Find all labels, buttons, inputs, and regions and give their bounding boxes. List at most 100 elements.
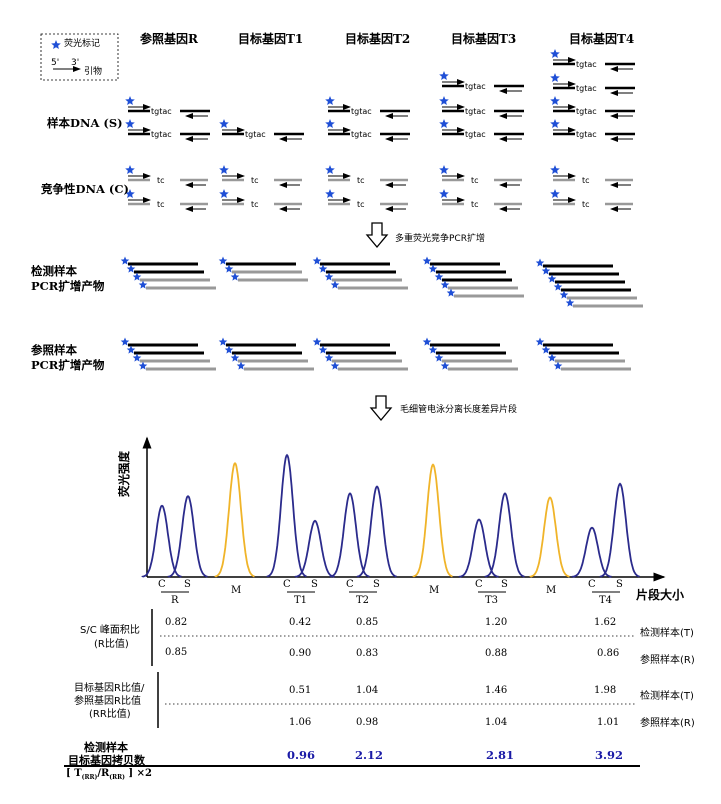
- r-ratio-ref-t4: 0.86: [597, 648, 620, 659]
- group-label-t4: T4: [599, 595, 613, 606]
- competitor-insert-label: tc: [157, 176, 165, 185]
- fluor-star-icon: [422, 256, 432, 265]
- fluor-star-icon: [318, 345, 328, 354]
- fluor-star-icon: [230, 353, 240, 362]
- rr-ratio-test-t1: 0.51: [289, 685, 312, 696]
- r-ratio-test-t4: 1.62: [594, 617, 617, 628]
- insert-label: tgtac: [351, 130, 372, 139]
- table-copy-formula: [ T(RR)/R(RR) ] ×2: [66, 768, 152, 781]
- insert-label: tgtac: [576, 60, 597, 69]
- group-label-t1: T1: [294, 595, 308, 606]
- fluor-star-icon: [236, 361, 246, 370]
- marker-peak: [412, 463, 453, 578]
- table-label-rr-ratio-3: (RR比值): [89, 709, 131, 720]
- fluor-star-icon: [547, 353, 557, 362]
- tag-ref-2: 参照样本(R): [640, 718, 695, 729]
- peak-letter-c: C: [158, 579, 166, 590]
- fluor-star-icon: [318, 264, 328, 273]
- group-label-r: R: [171, 595, 179, 606]
- signal-peak-c: [329, 492, 370, 578]
- peak-letter-m: M: [231, 585, 242, 596]
- fluor-star-icon: [219, 119, 229, 128]
- fluor-star-icon: [550, 73, 560, 82]
- fluor-star-icon: [324, 272, 334, 281]
- tag-test-2: 检测样本(T): [640, 691, 694, 702]
- table-label-r-ratio-2: (R比值): [94, 639, 129, 650]
- table-label-copy-1: 检测样本: [84, 741, 128, 754]
- fluor-star-icon: [325, 119, 335, 128]
- step-capillary-electrophoresis: 毛细管电泳分离长度差异片段: [400, 405, 518, 415]
- insert-label: tgtac: [576, 130, 597, 139]
- fluor-star-icon: [312, 256, 322, 265]
- label-sample-dna: 样本DNA (S): [47, 116, 123, 130]
- fluor-star-icon: [428, 345, 438, 354]
- marker-peak: [529, 496, 570, 578]
- tag-test-1: 检测样本(T): [640, 628, 694, 639]
- fluor-star-icon: [550, 189, 560, 198]
- label-test-products-1: 检测样本: [31, 264, 77, 278]
- legend-primer-label: 引物: [84, 67, 103, 77]
- step-arrows: [365, 222, 393, 422]
- legend-border: [40, 33, 119, 81]
- fluor-star-icon: [138, 280, 148, 289]
- fluor-star-icon: [324, 353, 334, 362]
- fluor-star-icon: [51, 40, 61, 49]
- fluor-star-icon: [126, 264, 136, 273]
- fluor-star-icon: [422, 337, 432, 346]
- copy-number-t1: 0.96: [287, 748, 316, 762]
- competitor-insert-label: tc: [471, 176, 479, 185]
- peak-letter-c: C: [475, 579, 483, 590]
- insert-label: tgtac: [351, 107, 372, 116]
- peak-letter-c: C: [283, 579, 291, 590]
- fluor-star-icon: [439, 165, 449, 174]
- fluor-star-icon: [440, 361, 450, 370]
- rr-ratio-ref-t2: 0.98: [356, 717, 379, 728]
- fluor-star-icon: [541, 266, 551, 275]
- competitor-insert-label: tc: [251, 176, 259, 185]
- table-label-r-ratio-1: S/C 峰面积比: [80, 625, 140, 636]
- table-label-rr-ratio-1: 目标基因R比值/: [74, 683, 145, 694]
- competitor-insert-label: tc: [251, 200, 259, 209]
- fluor-star-icon: [230, 272, 240, 281]
- r-ratio-ref-t1: 0.90: [289, 648, 312, 659]
- fluor-star-icon: [439, 71, 449, 80]
- fluor-star-icon: [550, 49, 560, 58]
- table-label-copy-2: 目标基因拷贝数: [68, 754, 145, 767]
- legend-3prime: 3': [71, 58, 80, 68]
- signal-peak-s: [356, 485, 397, 578]
- peak-letter-s: S: [373, 579, 380, 590]
- rr-ratio-ref-t1: 1.06: [289, 717, 312, 728]
- signal-peak-s: [167, 495, 208, 578]
- insert-label: tgtac: [151, 107, 172, 116]
- fluor-star-icon: [125, 96, 135, 105]
- peak-letter-s: S: [501, 579, 508, 590]
- tag-ref-1: 参照样本(R): [640, 655, 695, 666]
- fluor-star-icon: [126, 345, 136, 354]
- fluor-star-icon: [132, 353, 142, 362]
- insert-label: tgtac: [576, 84, 597, 93]
- fluor-star-icon: [219, 189, 229, 198]
- header-target-t3: 目标基因T3: [451, 32, 517, 46]
- fluor-star-icon: [125, 119, 135, 128]
- insert-label: tgtac: [465, 130, 486, 139]
- fluor-star-icon: [325, 96, 335, 105]
- chart-xlabel: 片段大小: [636, 588, 685, 602]
- competitor-insert-label: tc: [582, 200, 590, 209]
- group-label-t2: T2: [356, 595, 370, 606]
- header-ref-gene: 参照基因R: [140, 32, 198, 46]
- peak-letter-m: M: [429, 585, 440, 596]
- fluor-star-icon: [125, 189, 135, 198]
- fluor-star-icon: [120, 256, 130, 265]
- insert-label: tgtac: [151, 130, 172, 139]
- insert-label: tgtac: [245, 130, 266, 139]
- r-ratio-test-t1: 0.42: [289, 617, 312, 628]
- fluor-star-icon: [132, 272, 142, 281]
- label-ref-products-2: PCR扩增产物: [31, 358, 105, 372]
- signal-peak-c: [571, 526, 612, 578]
- r-ratio-ref-r: 0.85: [165, 647, 188, 658]
- legend-5prime: 5': [51, 58, 60, 68]
- table-label-rr-ratio-2: 参照基因R比值: [74, 696, 141, 707]
- signal-peak-c: [266, 453, 307, 578]
- fluor-star-icon: [550, 119, 560, 128]
